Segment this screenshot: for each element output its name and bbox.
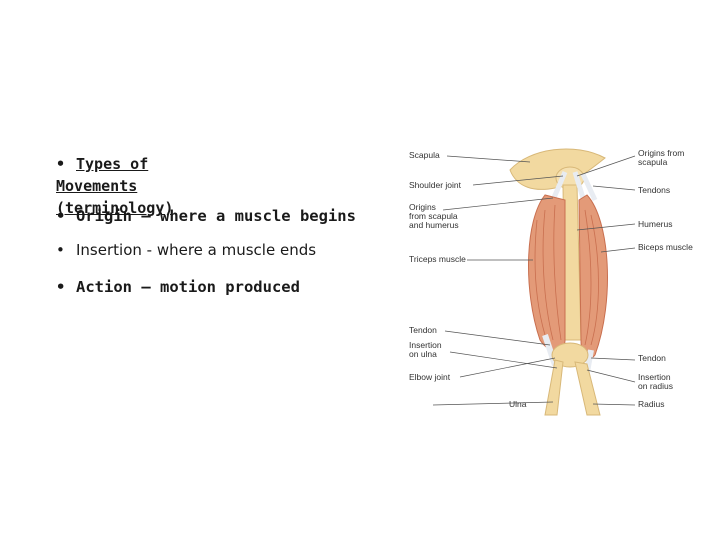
- humerus-bone: [562, 184, 582, 341]
- label-humerus: Humerus: [638, 219, 673, 229]
- radius-bone: [574, 361, 601, 416]
- label-origins-from: Origins from: [638, 148, 685, 158]
- label-origins: Origins: [409, 202, 436, 212]
- bullet-item-action: • Action – motion produced: [56, 278, 300, 296]
- triceps-striations: [534, 204, 562, 341]
- label-insertion-radius: Insertion: [638, 372, 671, 382]
- label-insertion-radius-line2: on radius: [638, 381, 673, 391]
- bullet-text: Insertion - where a muscle ends: [76, 241, 317, 259]
- label-shoulder-joint: Shoulder joint: [409, 180, 461, 190]
- ulna-bone: [544, 359, 564, 416]
- bullet-text: Action – motion produced: [76, 278, 300, 296]
- label-triceps-muscle: Triceps muscle: [409, 254, 466, 264]
- label-origins-line3: and humerus: [409, 220, 459, 230]
- label-insertion-ulna: Insertion: [409, 340, 442, 350]
- label-tendon-right: Tendon: [638, 353, 666, 363]
- arm-anatomy-figure: Scapula Shoulder joint Origins from scap…: [405, 140, 705, 420]
- title-line-2: Movements: [56, 177, 138, 195]
- title-bullet: •: [56, 155, 66, 173]
- label-elbow-joint: Elbow joint: [409, 372, 451, 382]
- label-ulna: Ulna: [509, 399, 527, 409]
- slide-title: • Types of Movements (terminology): [56, 153, 206, 219]
- bullet-text: Origin – where a muscle begins: [76, 207, 356, 225]
- bullet-item-insertion: • Insertion - where a muscle ends: [56, 241, 316, 259]
- label-tendon-left: Tendon: [409, 325, 437, 335]
- scapula-bone: [509, 148, 606, 190]
- bullet-dot: •: [56, 241, 65, 259]
- bullet-dot: •: [56, 278, 66, 296]
- biceps-striations: [584, 209, 599, 346]
- origin-tendons: [550, 171, 598, 202]
- label-scapula: Scapula: [409, 150, 440, 160]
- bullet-item-origin: • Origin – where a muscle begins: [56, 207, 356, 225]
- label-origins-from-line2: scapula: [638, 157, 668, 167]
- label-radius: Radius: [638, 399, 665, 409]
- label-biceps-muscle: Biceps muscle: [638, 242, 693, 252]
- bullet-dot: •: [56, 207, 66, 225]
- leader-lines-right: [576, 155, 636, 406]
- leader-lines-left: [432, 155, 564, 406]
- label-tendons: Tendons: [638, 185, 671, 195]
- arm-illustration: [432, 148, 636, 416]
- label-origins-line2: from scapula: [409, 211, 458, 221]
- label-insertion-ulna-line2: on ulna: [409, 349, 437, 359]
- title-line-1: Types of: [76, 155, 149, 173]
- title-line-3: (terminology): [56, 199, 174, 217]
